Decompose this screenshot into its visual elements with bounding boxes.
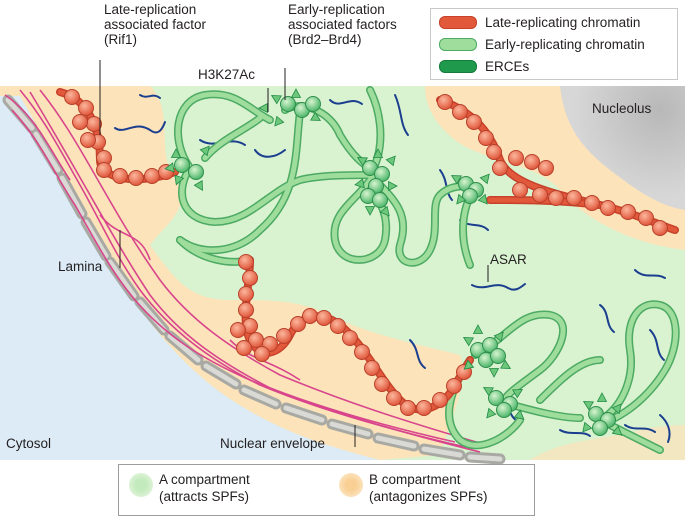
erce-bead <box>175 158 190 173</box>
erce-bead <box>463 189 478 204</box>
early-factors-line-2: associated factors <box>288 17 397 32</box>
early-swatch <box>439 38 477 51</box>
legend-late-label: Late-replicating chromatin <box>485 15 640 30</box>
late-bead <box>129 171 144 186</box>
late-bead <box>81 133 96 148</box>
late-bead <box>387 391 402 406</box>
legend-erce-label: ERCEs <box>485 59 529 74</box>
lamina-label: Lamina <box>58 259 102 275</box>
late-bead <box>601 201 616 216</box>
compartment-b: B compartment (antagonizes SPFs) <box>339 471 488 505</box>
compartment-b-line-2: (antagonizes SPFs) <box>369 488 488 505</box>
compartment-a-line-1: A compartment <box>159 471 250 488</box>
asar-label: ASAR <box>490 252 527 268</box>
late-bead <box>375 377 390 392</box>
late-bead <box>355 345 370 360</box>
late-bead <box>113 169 128 184</box>
late-bead <box>567 191 582 206</box>
nuclear-envelope-label: Nuclear envelope <box>220 436 325 452</box>
late-bead <box>343 331 358 346</box>
late-bead <box>513 183 528 198</box>
legend-item-early: Early-replicating chromatin <box>439 35 645 53</box>
b-compartment-swatch <box>339 473 363 497</box>
late-bead <box>438 95 453 110</box>
late-bead <box>331 319 346 334</box>
late-factor-label: Late-replication associated factor (Rif1… <box>104 2 206 47</box>
late-bead <box>145 169 160 184</box>
legend-early-label: Early-replicating chromatin <box>485 37 645 52</box>
erce-bead <box>189 165 204 180</box>
late-bead <box>231 323 246 338</box>
late-bead <box>653 221 668 236</box>
erce-swatch <box>439 60 477 73</box>
late-bead <box>525 155 540 170</box>
late-bead <box>447 379 462 394</box>
late-bead <box>493 161 508 176</box>
late-bead <box>237 341 252 356</box>
late-bead <box>549 191 564 206</box>
late-bead <box>317 311 332 326</box>
cytosol-label: Cytosol <box>6 436 51 452</box>
legend: Late-replicating chromatin Early-replica… <box>430 8 678 80</box>
late-bead <box>509 151 524 166</box>
erce-bead <box>306 97 321 112</box>
late-bead <box>243 271 258 286</box>
late-bead <box>401 401 416 416</box>
late-bead <box>433 393 448 408</box>
nucleolus-label: Nucleolus <box>592 101 651 117</box>
late-bead <box>453 105 468 120</box>
compartment-b-line-1: B compartment <box>369 471 488 488</box>
late-bead <box>87 117 102 132</box>
late-factor-line-3: (Rif1) <box>104 32 206 47</box>
late-factor-line-1: Late-replication <box>104 2 206 17</box>
h3k27ac-label: H3K27Ac <box>198 67 255 83</box>
late-bead <box>79 101 94 116</box>
compartment-key: A compartment (attracts SPFs) B compartm… <box>118 464 535 516</box>
early-factors-label: Early-replication associated factors (Br… <box>288 2 397 47</box>
late-bead <box>539 161 554 176</box>
erce-bead <box>497 403 512 418</box>
compartment-a-line-2: (attracts SPFs) <box>159 488 250 505</box>
compartment-a: A compartment (attracts SPFs) <box>129 471 250 505</box>
legend-item-erce: ERCEs <box>439 57 529 75</box>
erce-bead <box>281 97 296 112</box>
late-swatch <box>439 16 477 29</box>
late-bead <box>467 115 482 130</box>
legend-item-late: Late-replicating chromatin <box>439 13 640 31</box>
late-bead <box>65 90 80 105</box>
early-factors-line-1: Early-replication <box>288 2 397 17</box>
late-bead <box>255 347 270 362</box>
late-bead <box>533 188 548 203</box>
erce-bead <box>491 349 506 364</box>
late-bead <box>639 211 654 226</box>
early-factors-line-3: (Brd2–Brd4) <box>288 32 397 47</box>
late-bead <box>417 401 432 416</box>
late-bead <box>97 163 112 178</box>
late-bead <box>239 255 254 270</box>
late-bead <box>365 361 380 376</box>
erce-bead <box>373 193 388 208</box>
late-bead <box>303 309 318 324</box>
late-factor-line-2: associated factor <box>104 17 206 32</box>
late-bead <box>239 287 254 302</box>
late-bead <box>239 303 254 318</box>
late-bead <box>585 196 600 211</box>
late-bead <box>277 329 292 344</box>
late-bead <box>479 131 494 146</box>
erce-bead <box>593 421 608 436</box>
late-bead <box>73 115 88 130</box>
a-compartment-swatch <box>129 473 153 497</box>
late-bead <box>621 205 636 220</box>
late-bead <box>487 145 502 160</box>
